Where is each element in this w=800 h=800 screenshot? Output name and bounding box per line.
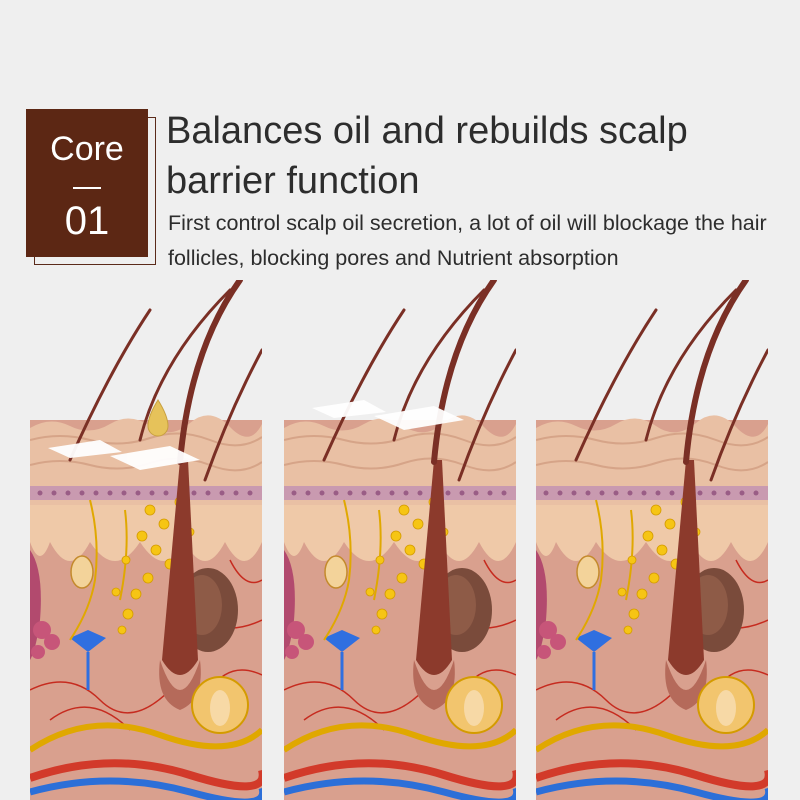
nerve-bundle (30, 722, 262, 753)
nerve-bulb (70, 555, 94, 589)
badge-divider (73, 187, 101, 189)
sweat-gland (576, 630, 612, 652)
scalp-illustration-clean (536, 280, 768, 800)
blood-cluster (31, 621, 60, 659)
dandruff-flakes (312, 400, 464, 430)
core-badge: Core 01 (26, 109, 148, 257)
muscle-tissue (30, 550, 41, 660)
nerve-bulb (576, 555, 600, 589)
sweat-gland (324, 630, 360, 652)
muscle-tissue (536, 550, 547, 660)
page-title: Balances oil and rebuilds scalp barrier … (166, 110, 688, 202)
cell-band (536, 486, 768, 500)
nerve-bundle (284, 722, 516, 753)
hair-follicle (668, 460, 704, 675)
scalp-illustration-oily (30, 280, 262, 800)
nerve-fibers (69, 499, 128, 641)
blood-cluster (537, 621, 566, 659)
muscle-tissue (284, 550, 295, 660)
cell-band (284, 486, 516, 500)
sweat-gland (70, 630, 106, 652)
dandruff-flakes (48, 440, 200, 470)
hair-follicle (416, 460, 452, 675)
nerve-bundle (536, 722, 768, 753)
vein (284, 777, 516, 800)
vein (30, 777, 262, 800)
cell-band (30, 486, 262, 500)
hair-strands (68, 280, 262, 482)
hair-follicle (162, 460, 198, 675)
blood-cluster (285, 621, 314, 659)
nerve-fibers (575, 499, 634, 641)
artery (536, 759, 768, 791)
artery (30, 759, 262, 791)
hair-strands (574, 280, 768, 482)
oil-droplet (147, 399, 169, 437)
nerve-fibers (323, 499, 382, 641)
page-subtitle: First control scalp oil secretion, a lot… (168, 211, 767, 270)
artery (284, 759, 516, 791)
badge-label: Core (50, 130, 124, 168)
nerve-bulb (324, 555, 348, 589)
badge-number: 01 (64, 199, 110, 243)
scalp-illustration-flaking (284, 280, 516, 800)
vein (536, 777, 768, 800)
